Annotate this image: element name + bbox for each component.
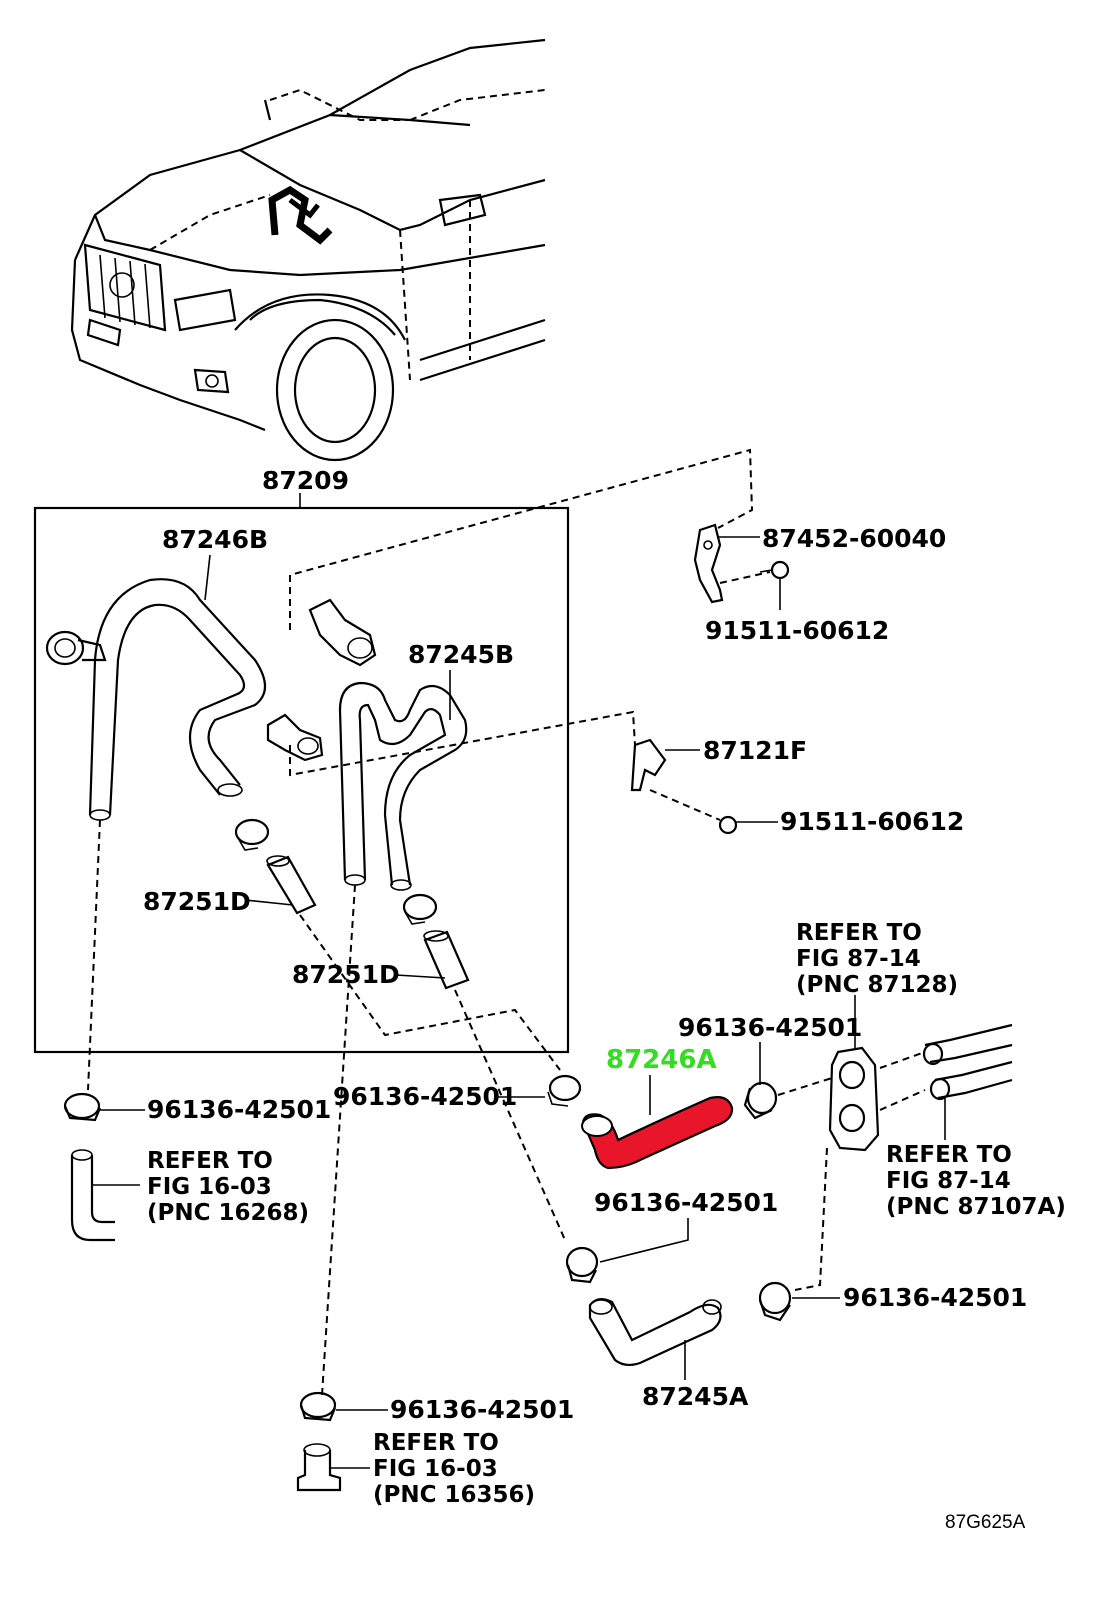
- ref-87107A-line1: REFER TO: [886, 1142, 1012, 1168]
- label-87452-60040: 87452-60040: [762, 524, 946, 553]
- ref-16268-line1: REFER TO: [147, 1148, 273, 1174]
- pipe-ref-16356: [296, 1443, 342, 1492]
- clamp-96136-e: [758, 1281, 792, 1322]
- label-96136-42501-c: 96136-42501: [678, 1013, 862, 1042]
- clip-middle: [266, 713, 324, 762]
- heater-valve-block: [828, 1046, 880, 1152]
- assembly-box: [33, 506, 570, 1054]
- ref-16356-line2: FIG 16-03: [373, 1456, 498, 1482]
- label-87251D-b: 87251D: [292, 960, 400, 989]
- label-96136-42501-b: 96136-42501: [333, 1082, 517, 1111]
- label-96136-42501-e: 96136-42501: [843, 1283, 1027, 1312]
- clip-upper: [308, 598, 377, 667]
- ref-16356-line1: REFER TO: [373, 1430, 499, 1456]
- pipe-ref-16268: [70, 1149, 115, 1242]
- label-91511-60612-a: 91511-60612: [705, 616, 889, 645]
- clamp-top-left: [45, 630, 107, 666]
- label-87251D-a: 87251D: [143, 887, 251, 916]
- label-87245B: 87245B: [408, 640, 514, 669]
- clamp-96136-c: [743, 1081, 778, 1120]
- clamp-96136-b: [547, 1074, 582, 1107]
- image-code: 87G625A: [945, 1512, 1026, 1533]
- label-96136-42501-a: 96136-42501: [147, 1095, 331, 1124]
- ref-16268-line3: (PNC 16268): [147, 1200, 309, 1226]
- label-87121F: 87121F: [703, 736, 807, 765]
- ref-87107A-line2: FIG 87-14: [886, 1168, 1011, 1194]
- bracket-87452: [693, 523, 724, 604]
- clamp-box-2: [402, 893, 438, 925]
- pipe-87251D-a: [266, 855, 317, 915]
- ref-16268-line2: FIG 16-03: [147, 1174, 272, 1200]
- label-96136-42501-d: 96136-42501: [594, 1188, 778, 1217]
- ref-87128-line1: REFER TO: [796, 920, 922, 946]
- label-87246A-highlighted: 87246A: [606, 1045, 717, 1075]
- clamp-96136-d: [565, 1246, 599, 1284]
- label-87246B: 87246B: [162, 525, 268, 554]
- label-87245A: 87245A: [642, 1382, 749, 1411]
- pipe-87251D-b: [423, 930, 470, 990]
- assembly-label: 87209: [262, 466, 349, 495]
- hose-87245A: [588, 1298, 722, 1367]
- clamp-96136-a: [63, 1092, 102, 1122]
- hose-87246A-highlighted: [581, 1096, 734, 1170]
- ref-87107A-line3: (PNC 87107A): [886, 1194, 1066, 1220]
- hose-87246B: [88, 578, 267, 821]
- ref-87128-line3: (PNC 87128): [796, 972, 958, 998]
- bolt-91511-b: [718, 815, 738, 835]
- bracket-87121F: [630, 738, 667, 792]
- ref-16356-line3: (PNC 16356): [373, 1482, 535, 1508]
- pipes-87107A: [922, 1023, 1013, 1101]
- vehicle-illustration: [70, 38, 546, 462]
- label-91511-60612-b: 91511-60612: [780, 807, 964, 836]
- label-96136-42501-f: 96136-42501: [390, 1395, 574, 1424]
- bolt-91511-a: [759, 560, 790, 580]
- hose-87245B: [338, 681, 468, 891]
- clamp-96136-f: [299, 1391, 337, 1422]
- clamp-box-1: [234, 818, 270, 851]
- ref-87128-line2: FIG 87-14: [796, 946, 921, 972]
